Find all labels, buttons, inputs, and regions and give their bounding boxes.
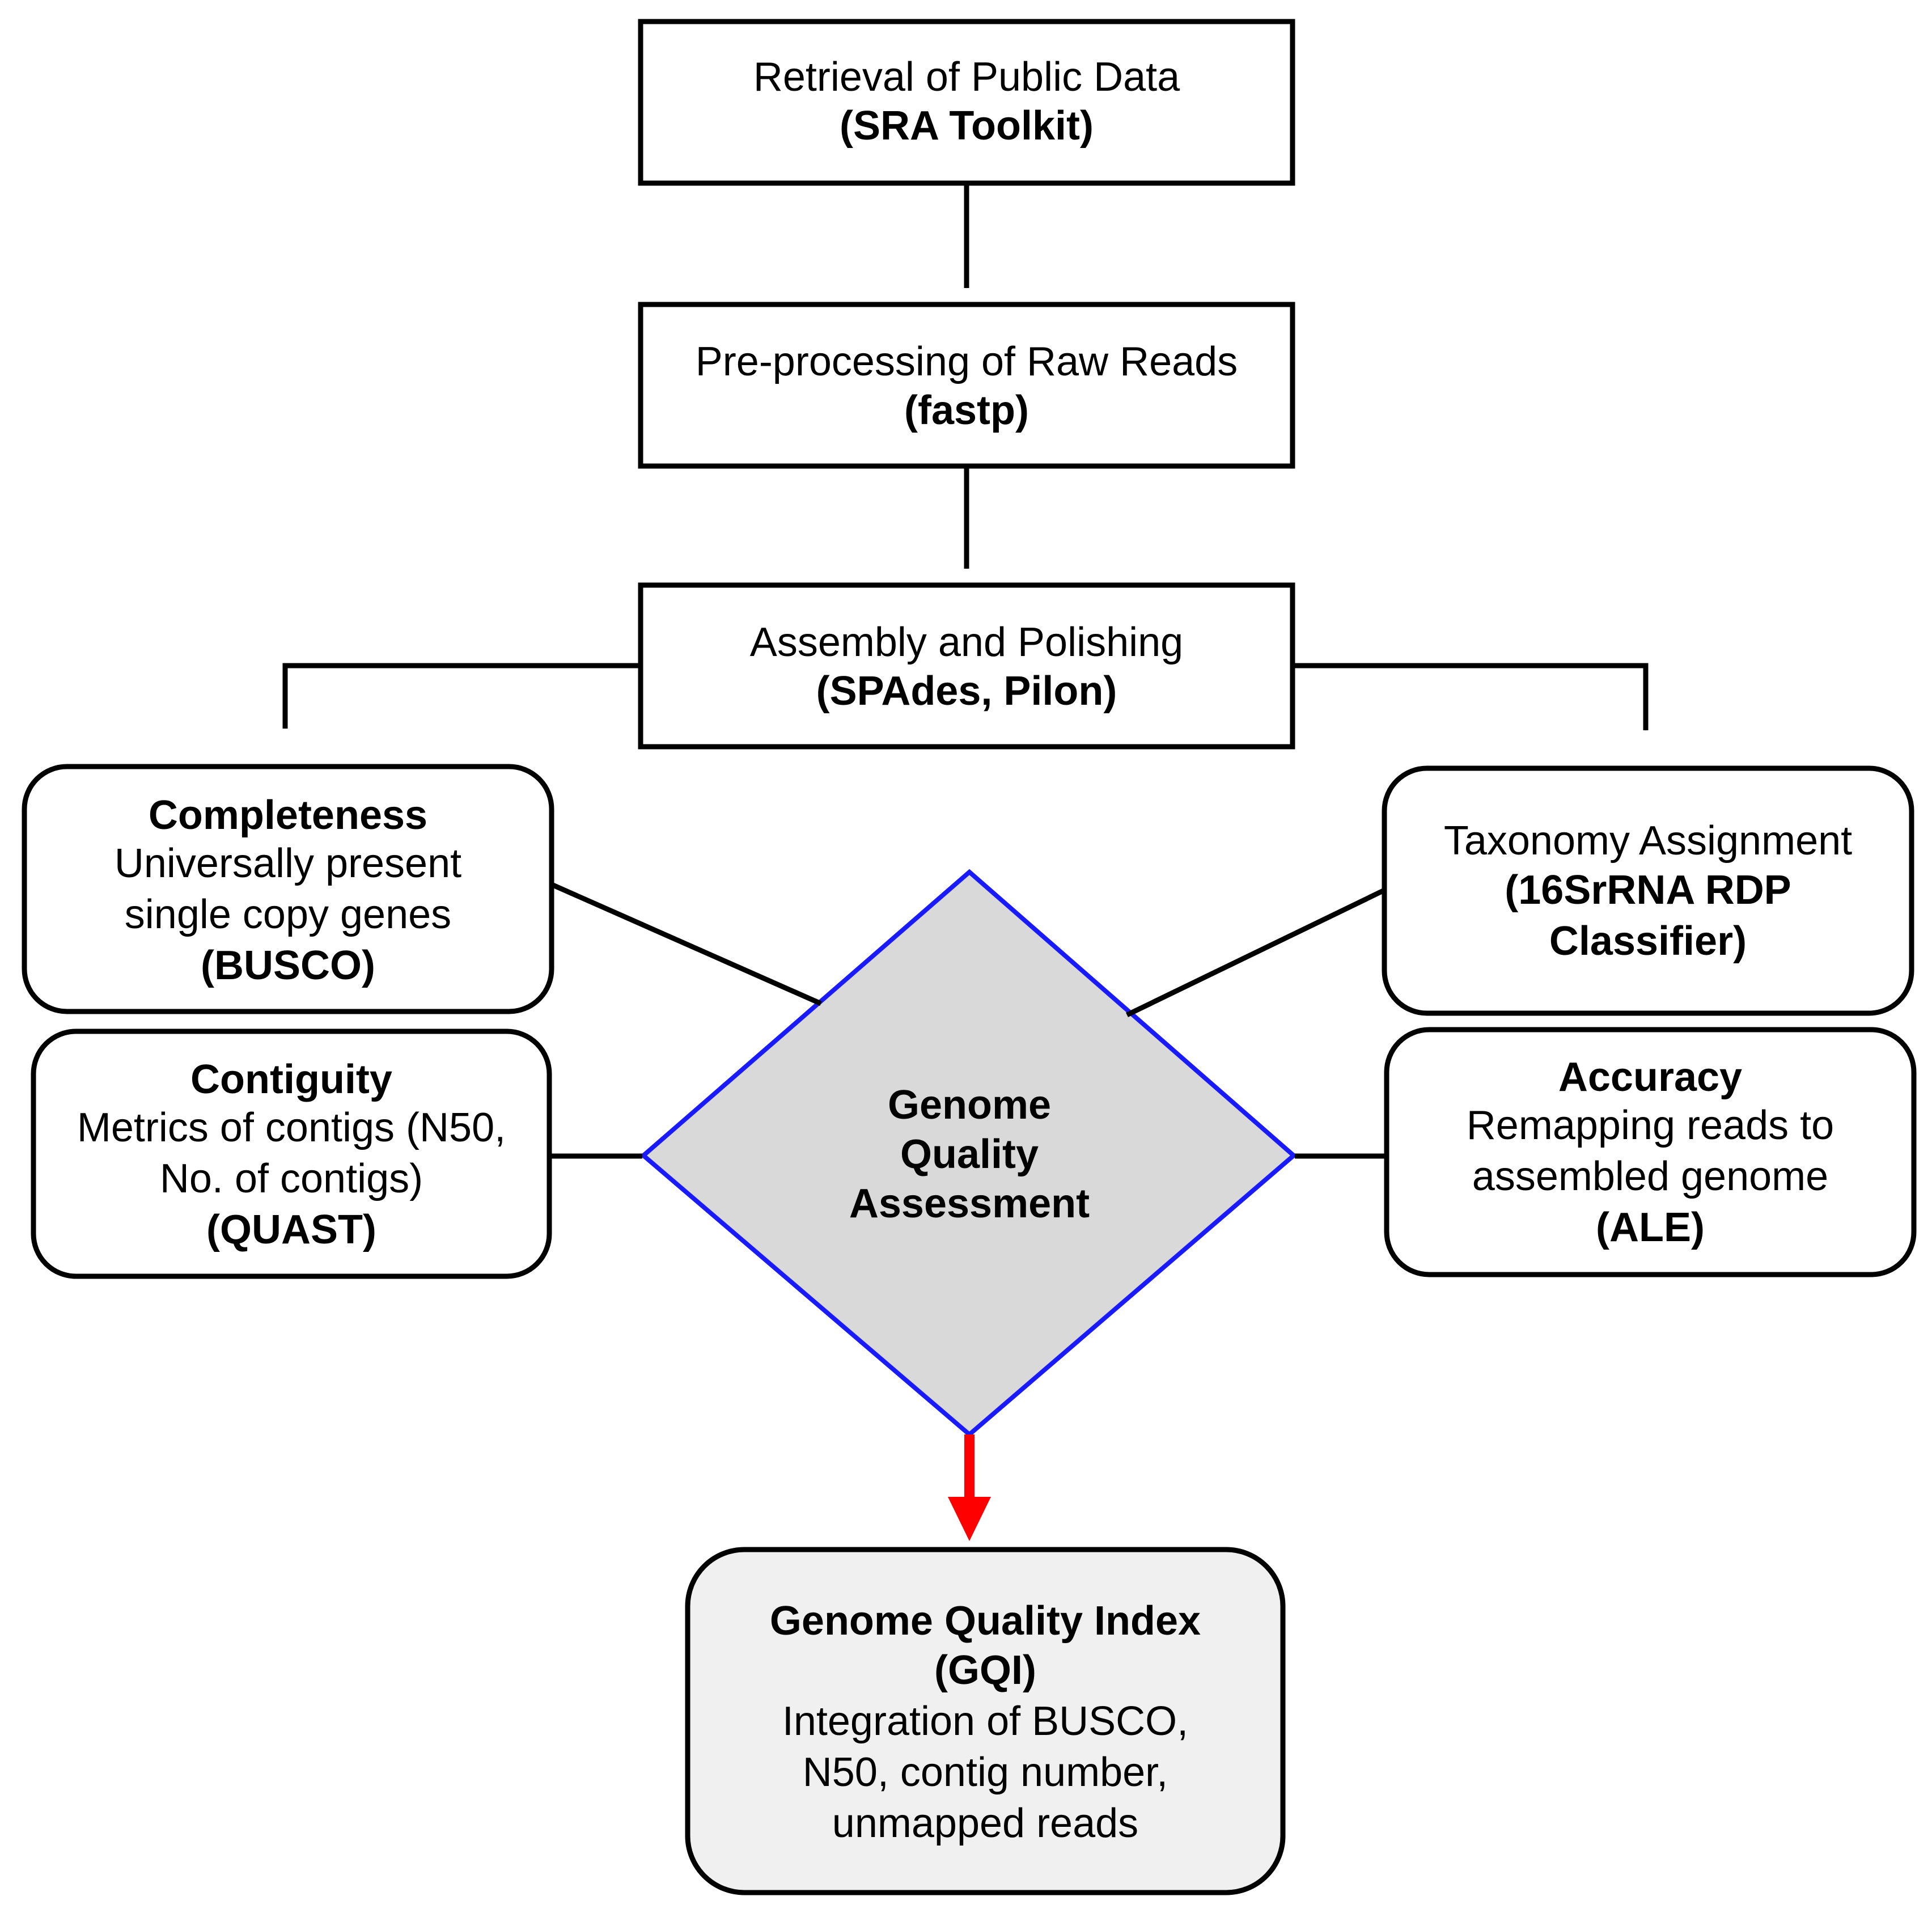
completeness-criterion: Completeness Universally present single … — [22, 764, 554, 1014]
final-arrow-head — [948, 1497, 991, 1541]
taxonomy-line1: Taxonomy Assignment — [1444, 818, 1852, 864]
gqi-title: Genome Quality Index — [770, 1598, 1201, 1644]
taxonomy-tool1: (16SrRNA RDP — [1505, 867, 1791, 913]
taxonomy-criterion: Taxonomy Assignment (16SrRNA RDP Classif… — [1382, 765, 1914, 1016]
assessment-decision: Genome Quality Assessment — [639, 869, 1298, 1438]
accuracy-title: Accuracy — [1558, 1055, 1742, 1100]
contiguity-title: Contiguity — [190, 1057, 392, 1102]
accuracy-line1: Remapping reads to — [1467, 1103, 1834, 1148]
gqi-line2: N50, contig number, — [803, 1750, 1168, 1795]
assembly-box — [638, 582, 1295, 750]
gqi-line1: Integration of BUSCO, — [782, 1699, 1188, 1744]
arrow-assembly-to-right — [1293, 663, 1649, 731]
accuracy-criterion: Accuracy Remapping reads to assembled ge… — [1384, 1027, 1917, 1277]
accuracy-tool: (ALE) — [1596, 1205, 1705, 1250]
gqi-line3: unmapped reads — [832, 1801, 1138, 1846]
completeness-title: Completeness — [149, 793, 427, 838]
accuracy-line2: assembled genome — [1472, 1154, 1828, 1199]
contiguity-criterion: Contiguity Metrics of contigs (N50, No. … — [31, 1029, 552, 1279]
retrieval-box — [638, 19, 1295, 186]
arrow-assembly-to-left — [282, 663, 641, 729]
taxonomy-tool2: Classifier) — [1549, 919, 1747, 964]
preprocessing-step: Pre-processing of Raw Reads (fastp) — [638, 302, 1295, 469]
accuracy-box — [1384, 1027, 1917, 1277]
arrow-assessment-to-gqi — [948, 1434, 991, 1541]
gqi-result: Genome Quality Index (GQI) Integration o… — [685, 1547, 1286, 1895]
assessment-line1: Genome — [888, 1082, 1051, 1128]
arrow-completeness-to-assessment — [550, 882, 822, 1006]
retrieval-tool: (SRA Toolkit) — [840, 103, 1094, 149]
contiguity-line2: No. of contigs) — [160, 1156, 423, 1201]
arrow-taxonomy-to-assessment — [1126, 887, 1386, 1018]
retrieval-step: Retrieval of Public Data (SRA Toolkit) — [638, 19, 1295, 186]
retrieval-title: Retrieval of Public Data — [753, 54, 1180, 100]
preprocessing-title: Pre-processing of Raw Reads — [696, 339, 1238, 384]
completeness-line1: Universally present — [115, 841, 461, 886]
assessment-line2: Quality — [900, 1132, 1039, 1177]
assessment-line3: Assessment — [849, 1181, 1090, 1226]
gqi-box — [685, 1547, 1286, 1895]
assembly-step: Assembly and Polishing (SPAdes, Pilon) — [638, 582, 1295, 750]
preprocessing-tool: (fastp) — [904, 388, 1029, 433]
completeness-line2: single copy genes — [125, 892, 451, 937]
completeness-box — [22, 764, 554, 1014]
assembly-title: Assembly and Polishing — [750, 620, 1183, 665]
completeness-tool: (BUSCO) — [201, 943, 375, 988]
preprocessing-box — [638, 302, 1295, 469]
contiguity-line1: Metrics of contigs (N50, — [77, 1105, 506, 1150]
contiguity-tool: (QUAST) — [206, 1207, 376, 1252]
assembly-tool: (SPAdes, Pilon) — [816, 668, 1117, 714]
gqi-abbr: (GQI) — [934, 1648, 1036, 1693]
